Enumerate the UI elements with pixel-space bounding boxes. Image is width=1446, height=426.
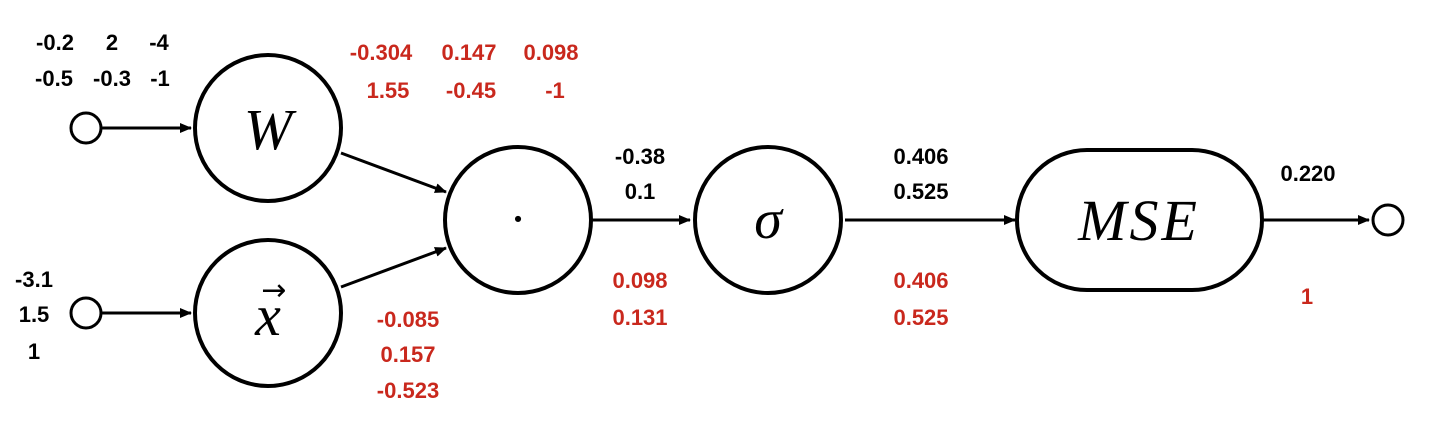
sigma-output-gradient: 0.525: [893, 305, 948, 330]
vector-arrow-icon: →: [261, 273, 286, 308]
edge-w-to-dot: [340, 151, 447, 194]
x-gradient: -0.085: [377, 307, 439, 332]
x-value: 1: [28, 339, 40, 364]
w-value: -4: [149, 30, 169, 55]
sigma-output-value: 0.525: [893, 179, 948, 204]
dot-output-value: 0.1: [625, 179, 656, 204]
dot-output-value: -0.38: [615, 144, 665, 169]
node-mse: MSE: [1015, 148, 1264, 292]
w-value: -0.5: [35, 66, 73, 91]
forward-values: -0.2 2 -4 -0.5 -0.3 -1 -3.1 1.5 1 -0.38 …: [15, 30, 1335, 364]
node-w-label: W: [244, 97, 297, 162]
node-sigma-label: σ: [754, 189, 784, 251]
w-value: -1: [150, 66, 170, 91]
gradient-values: -0.304 0.147 0.098 1.55 -0.45 -1 -0.085 …: [350, 40, 1313, 403]
dot-output-gradient: 0.098: [612, 268, 667, 293]
output-port: [1371, 203, 1405, 237]
w-value: -0.3: [93, 66, 131, 91]
edge-x-to-dot: [340, 246, 447, 289]
w-gradient: 0.147: [441, 40, 496, 65]
w-gradient: -0.304: [350, 40, 413, 65]
w-gradient: 1.55: [367, 78, 410, 103]
node-mse-label: MSE: [1077, 188, 1200, 253]
w-value: 2: [106, 30, 118, 55]
node-sigma: σ: [693, 145, 843, 295]
node-x: x →: [193, 238, 343, 388]
w-gradient: -0.45: [446, 78, 496, 103]
w-gradient: 0.098: [523, 40, 578, 65]
sigma-output-value: 0.406: [893, 144, 948, 169]
x-gradient: -0.523: [377, 378, 439, 403]
node-dot: ·: [443, 145, 593, 295]
mse-output-value: 0.220: [1280, 161, 1335, 186]
edges: [101, 123, 1370, 318]
node-x-label: x: [254, 283, 281, 348]
node-dot-label: ·: [509, 191, 526, 248]
mse-output-gradient: 1: [1301, 284, 1313, 309]
w-input-port: [69, 111, 103, 145]
x-value: -3.1: [15, 267, 53, 292]
w-gradient: -1: [545, 78, 565, 103]
x-input-port: [69, 296, 103, 330]
sigma-output-gradient: 0.406: [893, 268, 948, 293]
node-w: W: [193, 53, 343, 203]
dot-output-gradient: 0.131: [612, 305, 667, 330]
w-value: -0.2: [36, 30, 74, 55]
x-gradient: 0.157: [380, 342, 435, 367]
x-value: 1.5: [19, 302, 50, 327]
